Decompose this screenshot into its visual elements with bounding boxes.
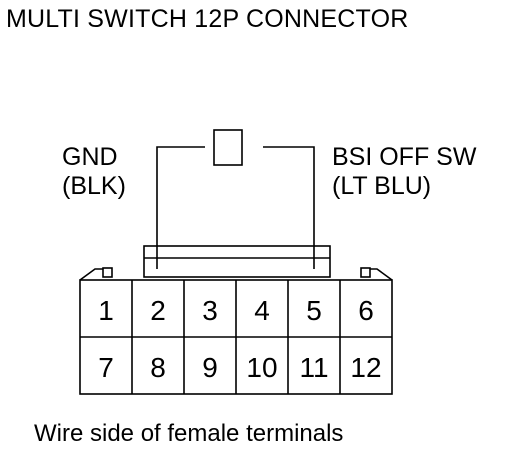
gnd-wire-color: (BLK) xyxy=(62,172,126,200)
terminal-number-6: 6 xyxy=(358,295,374,326)
terminal-number-7: 7 xyxy=(98,352,114,383)
gnd-wire-name: GND xyxy=(62,143,118,171)
diagram-caption: Wire side of female terminals xyxy=(34,420,344,447)
terminal-number-12: 12 xyxy=(350,352,381,383)
terminal-number-10: 10 xyxy=(246,352,277,383)
bsi-off-sw-wire-lead xyxy=(263,146,315,269)
terminal-number-4: 4 xyxy=(254,295,270,326)
terminal-number-8: 8 xyxy=(150,352,166,383)
terminal-number-5: 5 xyxy=(306,295,322,326)
gnd-wire-label: GND (BLK) xyxy=(62,143,126,201)
bsi-off-sw-wire-label: BSI OFF SW (LT BLU) xyxy=(332,143,476,201)
diagram-title: MULTI SWITCH 12P CONNECTOR xyxy=(6,5,409,33)
terminal-number-11: 11 xyxy=(299,352,328,383)
terminal-number-3: 3 xyxy=(202,295,218,326)
right-chamfer-line xyxy=(370,268,393,281)
bsi-off-sw-wire-color: (LT BLU) xyxy=(332,172,432,200)
left-locator-tab xyxy=(102,267,113,278)
gnd-wire-lead xyxy=(156,146,205,269)
terminal-number-1: 1 xyxy=(98,295,114,326)
left-chamfer-line xyxy=(79,268,103,281)
terminal-number-9: 9 xyxy=(202,352,218,383)
connector-lock-tab xyxy=(143,245,331,278)
terminal-number-2: 2 xyxy=(150,295,166,326)
switch-symbol xyxy=(213,129,243,166)
right-locator-tab xyxy=(360,267,371,278)
bsi-off-sw-wire-name: BSI OFF SW xyxy=(332,143,477,171)
